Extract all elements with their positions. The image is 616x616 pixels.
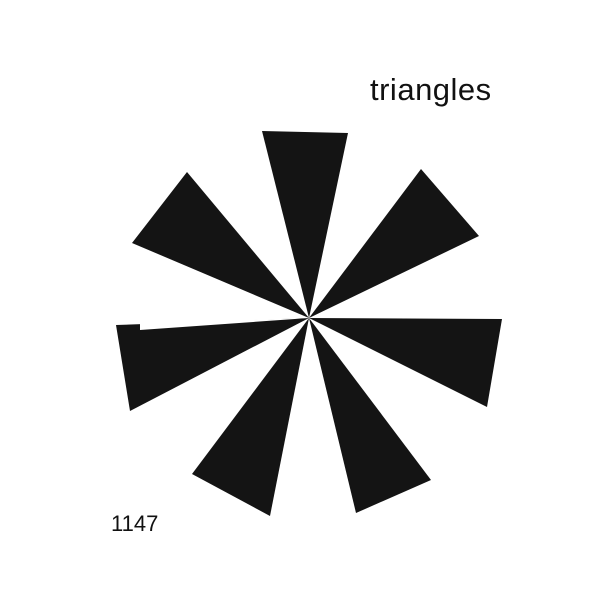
triangle-top-right (309, 169, 479, 318)
caption-label: triangles (370, 72, 492, 107)
triangle-thin-left (140, 318, 309, 330)
triangle-left (116, 318, 309, 411)
triangle-bottom-left (192, 318, 309, 516)
figure-number: 1147 (111, 511, 159, 536)
triangle-right (309, 318, 502, 407)
triangle-top (262, 131, 348, 318)
triangle-bottom-right (309, 318, 431, 513)
triangle-top-left (132, 172, 309, 318)
